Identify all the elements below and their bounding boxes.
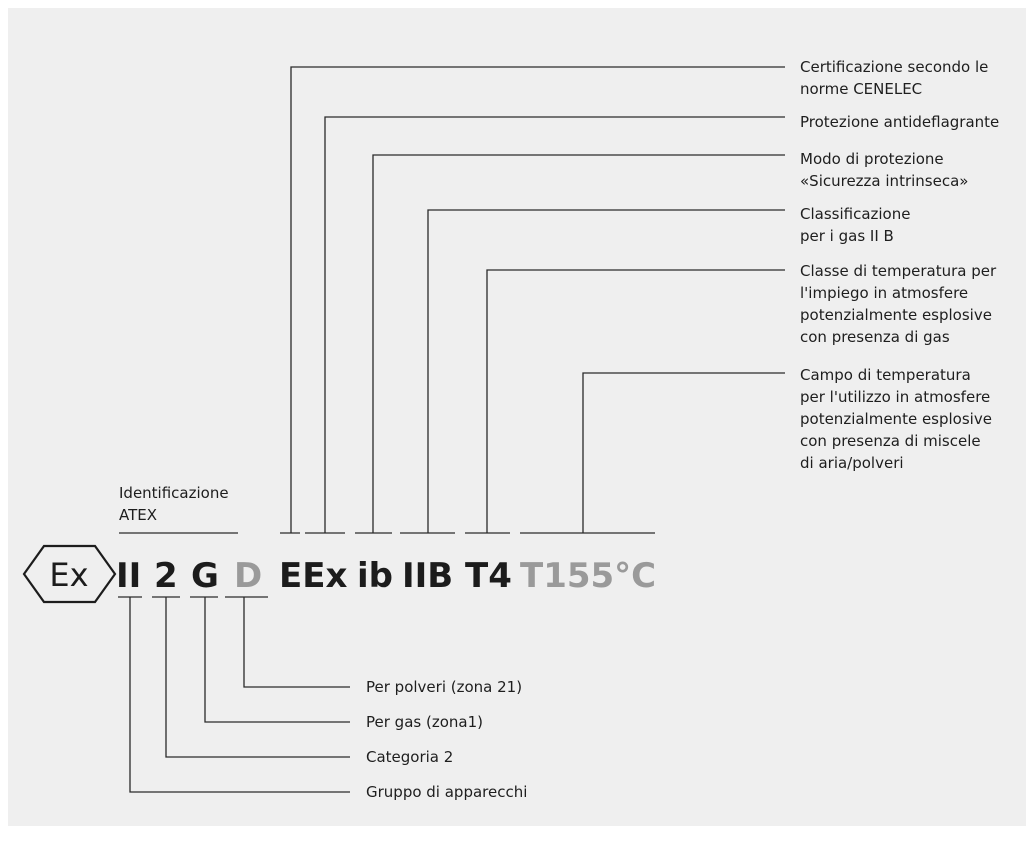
ex-symbol-text: Ex (49, 556, 88, 594)
label-cenelec-line-1: Certificazione secondo le (800, 58, 988, 76)
label-dust-temp-line-5: di aria/polveri (800, 454, 904, 472)
code-group: II (116, 556, 141, 596)
label-protection-mode-line-1: Modo di protezione (800, 150, 944, 168)
label-gas-class-line-2: per i gas II B (800, 227, 894, 245)
label-dust-zone: Per polveri (zona 21) (366, 678, 522, 696)
code-temp-class: T4 (465, 556, 512, 596)
label-temp-class-line-3: potenzialmente esplosive (800, 306, 992, 324)
bottom-leader-lines (129, 597, 350, 793)
label-dust-temp-line-4: con presenza di miscele (800, 432, 981, 450)
code-protection-mode: ib (357, 556, 393, 596)
label-antideflagrante: Protezione antideflagrante (800, 113, 999, 131)
diagram-background (8, 8, 1026, 826)
ex-symbol: Ex (22, 544, 117, 604)
code-dust-temp: T155°C (520, 556, 656, 596)
label-gas-zone: Per gas (zona1) (366, 713, 483, 731)
code-eex: EEx (279, 556, 347, 596)
label-temp-class-line-1: Classe di temperatura per (800, 262, 997, 280)
code-gas: G (191, 556, 219, 596)
atex-label-line-1: Identificazione (119, 484, 229, 502)
top-labels: Certificazione secondo le norme CENELEC … (800, 58, 999, 472)
atex-label-line-2: ATEX (119, 506, 157, 524)
label-category: Categoria 2 (366, 748, 453, 766)
code-dust: D (234, 556, 262, 596)
code-category: 2 (154, 556, 178, 596)
top-leader-lines (290, 66, 785, 533)
label-protection-mode-line-2: «Sicurezza intrinseca» (800, 172, 968, 190)
label-dust-temp-line-3: potenzialmente esplosive (800, 410, 992, 428)
label-dust-temp-line-1: Campo di temperatura (800, 366, 971, 384)
label-equipment-group: Gruppo di apparecchi (366, 783, 527, 801)
label-temp-class-line-4: con presenza di gas (800, 328, 950, 346)
bottom-labels: Per polveri (zona 21) Per gas (zona1) Ca… (366, 678, 527, 801)
label-gas-class-line-1: Classificazione (800, 205, 910, 223)
label-dust-temp-line-2: per l'utilizzo in atmosfere (800, 388, 990, 406)
label-temp-class-line-2: l'impiego in atmosfere (800, 284, 968, 302)
label-cenelec-line-2: norme CENELEC (800, 80, 922, 98)
code-gas-class: IIB (402, 556, 453, 596)
